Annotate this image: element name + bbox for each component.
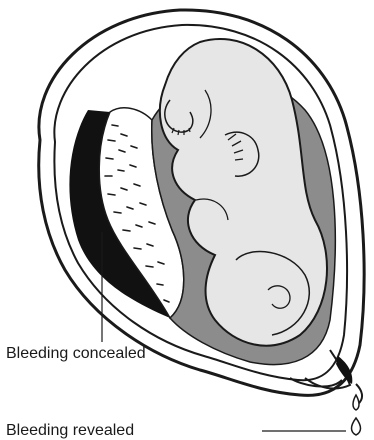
blood-drop-upper xyxy=(353,395,359,410)
blood-drop-lower xyxy=(352,418,361,435)
label-bleeding-revealed: Bleeding revealed xyxy=(6,423,134,439)
label-bleeding-concealed: Bleeding concealed xyxy=(6,346,146,362)
